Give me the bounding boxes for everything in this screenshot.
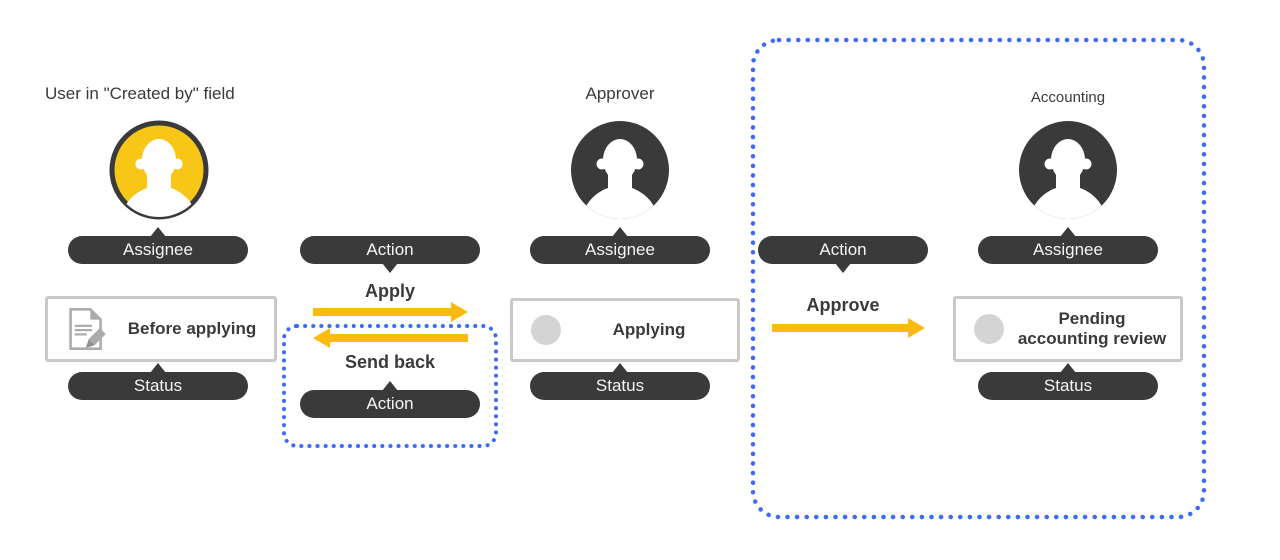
- accounting-status-box: Pending accounting review: [953, 296, 1183, 362]
- approver-role-label: Approver: [585, 84, 655, 103]
- creator-status-text: Before applying: [127, 318, 257, 338]
- apply-arrow-icon: [313, 308, 451, 316]
- accounting-assignee-tag: Assignee: [978, 236, 1158, 264]
- apply-action-tag: Action: [300, 236, 480, 264]
- accounting-avatar: [1016, 118, 1120, 222]
- creator-status-tag: Status: [68, 372, 248, 400]
- approver-status-tag: Status: [530, 372, 710, 400]
- status-dot-icon: [531, 315, 561, 345]
- approver-assignee-tag: Assignee: [530, 236, 710, 264]
- approver-status-text: Applying: [612, 319, 686, 339]
- send-back-arrow-icon: [330, 334, 468, 342]
- document-pencil-icon: [69, 308, 106, 350]
- person-avatar-dark-icon: [1019, 121, 1117, 219]
- person-avatar-dark-icon: [571, 121, 669, 219]
- send-back-action-tag: Action: [300, 390, 480, 418]
- approve-group-border: [750, 37, 1207, 520]
- accounting-role-label: Accounting: [1030, 89, 1106, 106]
- approver-avatar: [568, 118, 672, 222]
- status-dot-icon: [974, 314, 1004, 344]
- accounting-status-text: Pending accounting review: [1017, 308, 1167, 348]
- approve-arrow-icon: [772, 324, 908, 332]
- approver-status-box: Applying: [510, 298, 740, 362]
- creator-avatar: [107, 118, 211, 222]
- accounting-status-tag: Status: [978, 372, 1158, 400]
- creator-role-label: User in "Created by" field: [45, 84, 235, 103]
- creator-assignee-tag: Assignee: [68, 236, 248, 264]
- apply-label: Apply: [364, 281, 415, 301]
- approve-action-tag: Action: [758, 236, 928, 264]
- approve-label: Approve: [806, 295, 880, 315]
- person-avatar-yellow-icon: [109, 120, 209, 220]
- send-back-label: Send back: [344, 352, 436, 372]
- creator-status-box: Before applying: [45, 296, 277, 362]
